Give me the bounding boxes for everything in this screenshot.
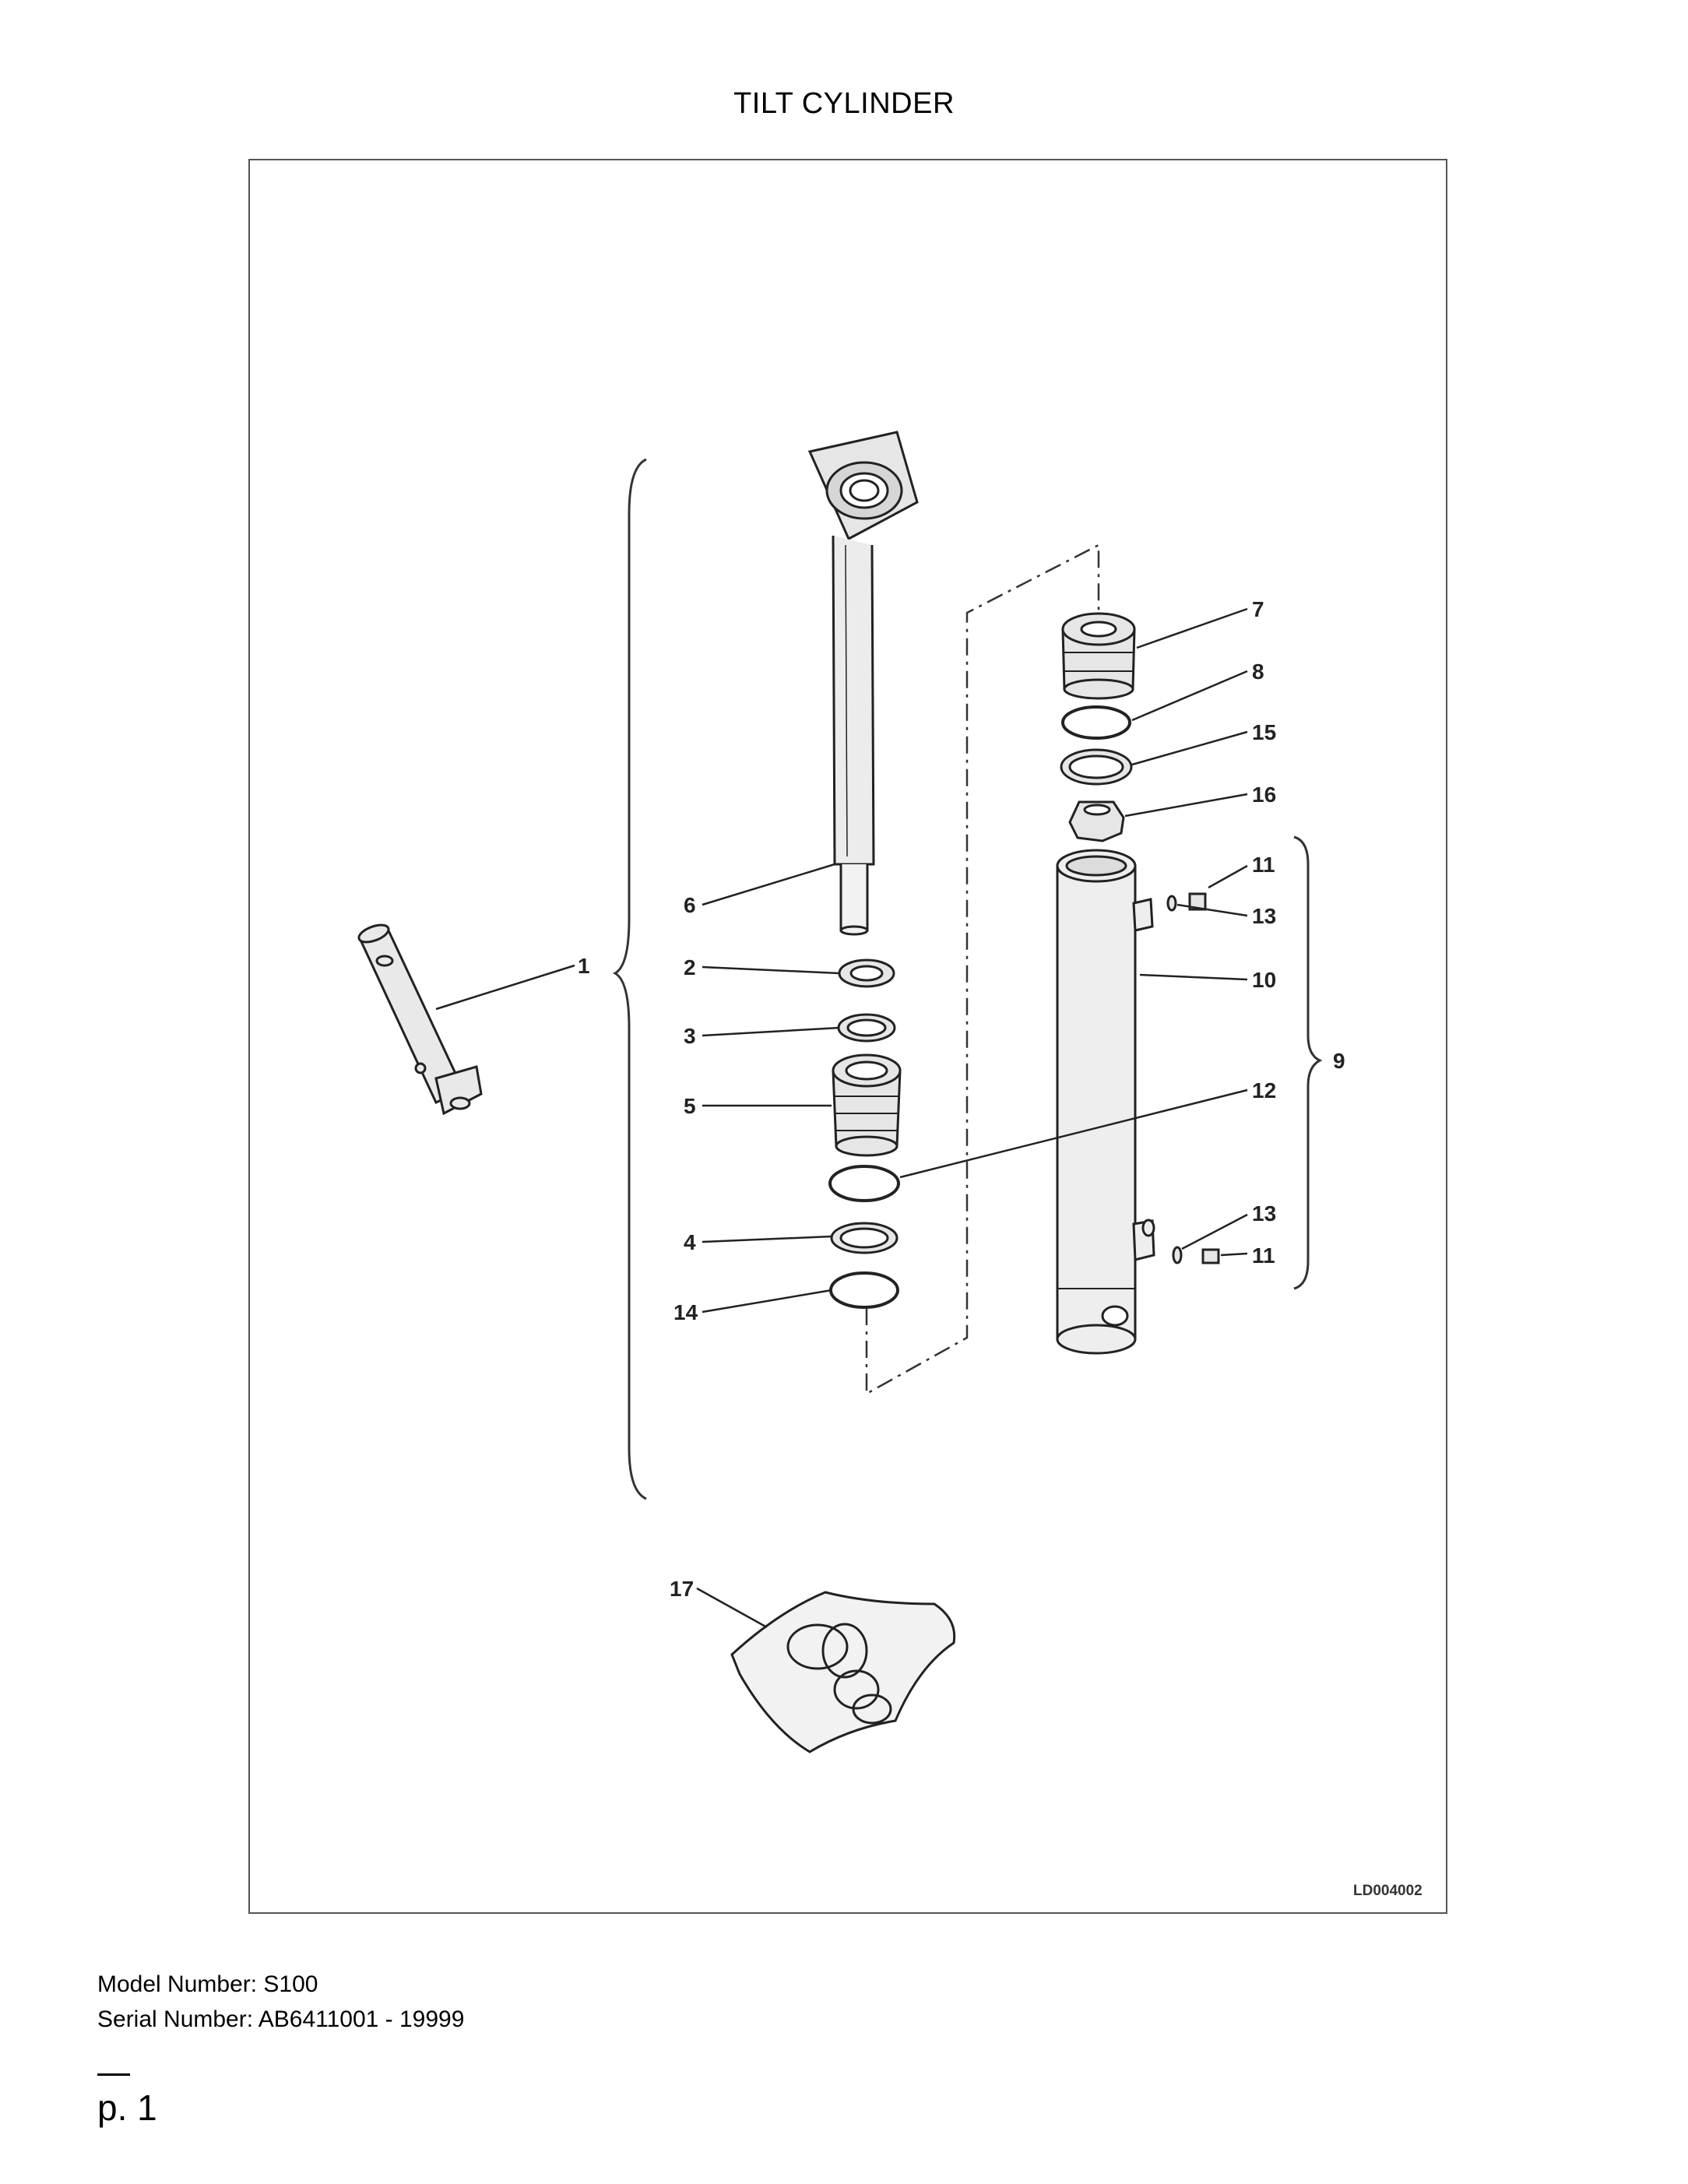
callout-4: 4 [684,1230,696,1254]
serial-number: Serial Number: AB6411001 - 19999 [97,2006,465,2032]
callout-8: 8 [1252,659,1264,684]
port-fittings [1166,892,1220,1264]
drawing-code: LD004002 [1353,1883,1422,1899]
page-title: TILT CYLINDER [733,87,955,120]
callout-3: 3 [684,1024,696,1048]
leader-lines [435,607,1248,1629]
callout-5: 5 [684,1094,696,1118]
callout-10: 10 [1252,968,1276,992]
cylinder-assembly-thumbnail [357,923,483,1116]
cylinder-barrel [1056,849,1155,1355]
model-number: Model Number: S100 [97,1971,318,1997]
seal-kit-bag [730,1591,956,1753]
callout-9: 9 [1333,1049,1345,1073]
diagram-frame [248,159,1447,1914]
callout-7: 7 [1252,597,1264,621]
assembly-brace-1 [612,458,647,1500]
part-14-backup [829,1271,899,1309]
part-8-oring [1061,705,1131,740]
callout-6: 6 [684,893,696,917]
callout-2: 2 [684,955,696,979]
page-number: p. 1 [97,2087,157,2128]
piston-parts [1060,612,1136,842]
callout-11-bottom: 11 [1252,1243,1275,1268]
callout-17: 17 [670,1577,694,1601]
page-rule [97,2073,130,2076]
callout-1: 1 [578,954,590,978]
callout-13-top: 13 [1252,904,1276,928]
alignment-centerline [865,543,1100,1396]
part-12-oring [828,1165,900,1202]
callout-11-top: 11 [1252,853,1275,877]
part-16-nut [1068,800,1125,842]
callout-13-bottom: 13 [1252,1201,1276,1226]
callout-16: 16 [1252,783,1276,807]
callout-14: 14 [673,1300,698,1324]
piston-rod [807,431,919,936]
gland-parts [828,958,902,1309]
group-brace-9 [1293,835,1323,1290]
callout-15: 15 [1252,720,1276,744]
callout-12: 12 [1252,1078,1276,1103]
